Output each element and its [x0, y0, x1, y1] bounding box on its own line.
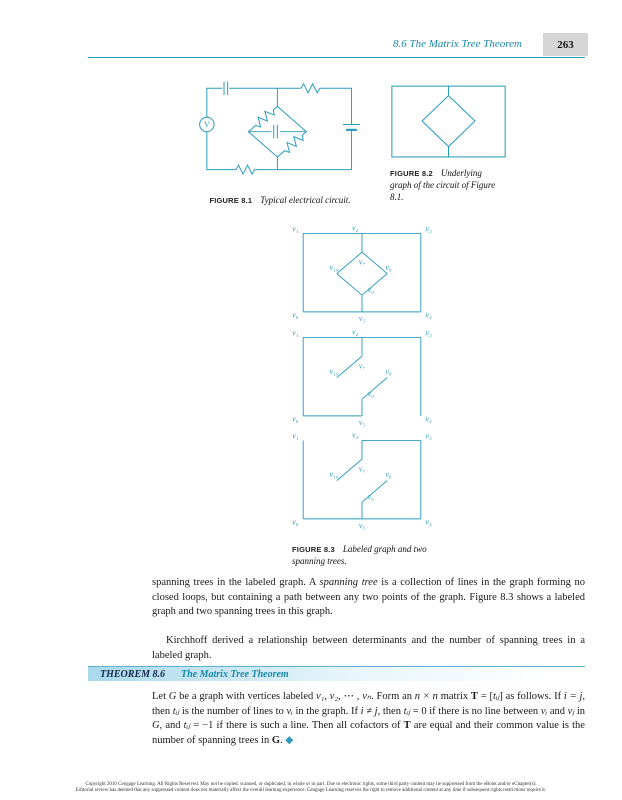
theorem-title: The Matrix Tree Theorem [181, 668, 289, 680]
resistor-icon-bottom [231, 164, 258, 176]
svg-text:v₂: v₂ [352, 433, 359, 440]
figure-8-2-label: FIGURE 8.2 [390, 169, 433, 178]
figure-8-3-label: FIGURE 8.3 [292, 545, 335, 554]
wire-lines [206, 87, 353, 171]
bridge-capacitor-icon [247, 124, 307, 139]
svg-text:v₁: v₁ [292, 226, 299, 234]
theorem-banner: THEOREM 8.6 The Matrix Tree Theorem [88, 666, 585, 681]
svg-text:v₂: v₂ [352, 226, 359, 233]
svg-text:v₃: v₃ [425, 433, 432, 441]
svg-text:v₉: v₉ [368, 492, 375, 501]
svg-text:v₅: v₅ [359, 314, 366, 323]
spanning-tree-1: v₁ v₂ v₃ v₄ v₅ v₆ v₇ v₈ v₉ v₁₀ [292, 330, 432, 427]
svg-text:V: V [204, 120, 210, 129]
svg-text:v₇: v₇ [359, 361, 366, 370]
svg-text:v₁: v₁ [292, 433, 299, 441]
figure-8-3-caption: FIGURE 8.3 Labeled graph and two spannin… [292, 542, 442, 566]
bridge-network [247, 87, 307, 171]
svg-text:v₉: v₉ [368, 285, 375, 294]
svg-text:v₅: v₅ [359, 418, 366, 427]
svg-text:v₄: v₄ [425, 414, 432, 423]
header-rule [88, 57, 585, 58]
svg-text:v₈: v₈ [385, 367, 392, 376]
svg-text:v₄: v₄ [425, 310, 432, 319]
theorem-text: Let G be a graph with vertices labeled v… [152, 691, 586, 746]
footer-line-2: Editorial review has deemed that any sup… [75, 788, 547, 793]
figure-8-1-label: FIGURE 8.1 [209, 196, 253, 205]
svg-text:v₁: v₁ [292, 330, 299, 338]
svg-text:v₁₀: v₁₀ [330, 470, 339, 479]
svg-text:v₃: v₃ [425, 226, 432, 234]
section-heading: 8.6 The Matrix Tree Theorem [392, 38, 522, 50]
svg-text:v₉: v₉ [368, 389, 375, 398]
spanning-tree-2: v₁ v₂ v₃ v₄ v₅ v₆ v₇ v₈ v₉ v₁₀ [292, 433, 432, 530]
footer-copyright: Copyright 2010 Cengage Learning. All Rig… [30, 782, 592, 794]
underlying-graph-diagram [391, 85, 506, 158]
body-paragraph-2: Kirchhoff derived a relationship between… [152, 635, 585, 661]
battery-icon [342, 123, 361, 131]
svg-text:v₆: v₆ [292, 310, 299, 319]
svg-text:v₇: v₇ [359, 464, 366, 473]
labeled-graph: v₁ v₂ v₃ v₄ v₅ v₆ v₇ v₈ v₉ v₁₀ [292, 226, 432, 323]
figure-8-2-caption: FIGURE 8.2 Underlying graph of the circu… [390, 166, 500, 202]
svg-text:v₁₀: v₁₀ [330, 367, 339, 376]
resistor-icon [296, 82, 324, 94]
figure-8-1-text: Typical electrical circuit. [260, 195, 351, 205]
page-number-badge: 263 [543, 33, 588, 56]
body-paragraph-1: spanning trees in the labeled graph. A s… [152, 577, 585, 617]
circuit-diagram: V [199, 81, 361, 176]
figure-8-1-caption: FIGURE 8.1 Typical electrical circuit. [168, 190, 392, 208]
svg-text:v₇: v₇ [359, 257, 366, 266]
svg-text:v₆: v₆ [292, 414, 299, 423]
svg-text:v₈: v₈ [385, 470, 392, 479]
svg-text:v₂: v₂ [352, 330, 359, 337]
voltmeter-icon: V [199, 116, 215, 133]
svg-text:v₆: v₆ [292, 517, 299, 526]
svg-text:v₃: v₃ [425, 330, 432, 338]
figure-8-2-text: Underlying graph of the circuit of Figur… [390, 168, 496, 202]
capacitor-icon [223, 81, 229, 96]
figure-8-3-text: Labeled graph and two spanning trees. [292, 544, 427, 566]
svg-text:v₈: v₈ [385, 263, 392, 272]
svg-text:v₅: v₅ [359, 521, 366, 530]
svg-text:v₄: v₄ [425, 517, 432, 526]
footer-line-1: Copyright 2010 Cengage Learning. All Rig… [85, 782, 537, 787]
svg-text:v₁₀: v₁₀ [330, 263, 339, 272]
theorem-label: THEOREM 8.6 [100, 668, 166, 680]
